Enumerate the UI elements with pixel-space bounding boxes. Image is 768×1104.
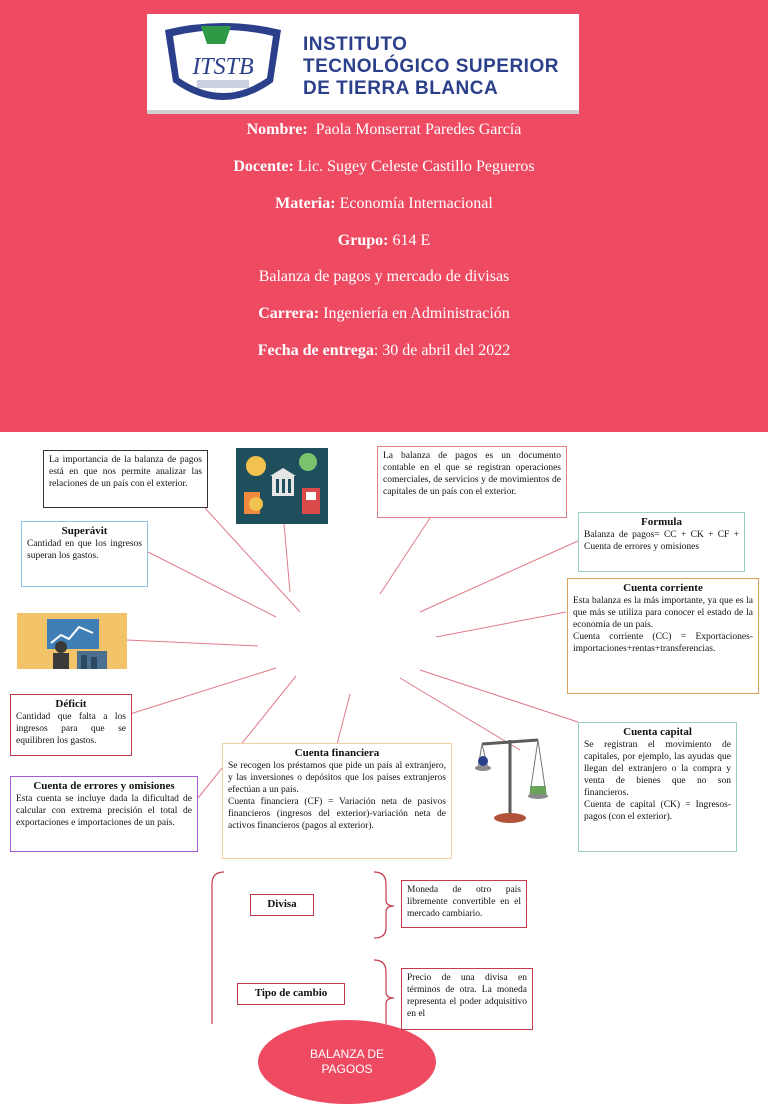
errores-title: Cuenta de errores y omisiones <box>16 780 192 792</box>
center-topic-text: BALANZA DE PAGOOS <box>292 1047 402 1077</box>
cuenta-financiera-text: Se recogen los préstamos que pide un paí… <box>228 761 446 795</box>
balance-scale-icon <box>470 728 550 828</box>
importance-text: La importancia de la balanza de pagos es… <box>49 455 202 489</box>
cuenta-financiera-title: Cuenta financiera <box>228 747 446 759</box>
center-topic: BALANZA DE PAGOOS <box>258 1020 436 1104</box>
divisa-label: Divisa <box>250 894 314 916</box>
nombre-label: Nombre: <box>247 121 308 138</box>
cuenta-capital-text: Se registran el movimiento de capitales,… <box>584 740 731 798</box>
shield-logo-icon: ITSTB <box>161 22 285 108</box>
divisa-definition-box: Moneda de otro país libremente convertib… <box>401 880 527 928</box>
cover-section: ITSTB INSTITUTO TECNOLÓGICO SUPERIOR DE … <box>0 0 768 432</box>
tipo-cambio-definition-box: Precio de una divisa en términos de otra… <box>401 968 533 1030</box>
mind-map: La importancia de la balanza de pagos es… <box>0 432 768 1024</box>
superavit-title: Superávit <box>27 525 142 537</box>
superavit-box: Superávit Cantidad en que los ingresos s… <box>21 521 148 587</box>
group-line: Grupo: 614 E <box>0 232 768 250</box>
grupo-value: 614 E <box>392 232 430 249</box>
materia-label: Materia: <box>275 195 335 212</box>
logo-band <box>147 110 579 114</box>
subject-line: Materia: Economía Internacional <box>0 195 768 213</box>
cuenta-financiera-formula: Cuenta financiera (CF) = Variación neta … <box>228 797 446 831</box>
carrera-value: Ingeniería en Administración <box>323 305 510 322</box>
cuenta-corriente-text: Esta balanza es la más importante, ya qu… <box>573 596 753 630</box>
cuenta-corriente-box: Cuenta corriente Esta balanza es la más … <box>567 578 759 694</box>
grupo-label: Grupo: <box>338 232 389 249</box>
institution-line: TECNOLÓGICO SUPERIOR <box>303 56 559 78</box>
importance-box: La importancia de la balanza de pagos es… <box>43 450 208 508</box>
cuenta-capital-box: Cuenta capital Se registran el movimient… <box>578 722 737 852</box>
deficit-title: Déficit <box>16 698 126 710</box>
institution-name: INSTITUTO TECNOLÓGICO SUPERIOR DE TIERRA… <box>303 34 559 100</box>
cuenta-corriente-title: Cuenta corriente <box>573 582 753 594</box>
formula-text: Balanza de pagos= CC + CK + CF + Cuenta … <box>584 530 739 552</box>
tipo-cambio-label: Tipo de cambio <box>237 983 345 1005</box>
topic-title: Balanza de pagos y mercado de divisas <box>259 268 510 285</box>
nombre-value: Paola Monserrat Paredes García <box>316 121 522 138</box>
tipo-cambio-definition-text: Precio de una divisa en términos de otra… <box>407 973 527 1019</box>
deficit-box: Déficit Cantidad que falta a los ingreso… <box>10 694 132 756</box>
logo-mark: ITSTB <box>191 54 254 80</box>
definition-text: La balanza de pagos es un documento cont… <box>383 451 561 497</box>
materia-value: Economía Internacional <box>340 195 493 212</box>
divisa-label-text: Divisa <box>267 898 296 910</box>
errores-text: Esta cuenta se incluye dada la dificulta… <box>16 794 192 828</box>
carrera-label: Carrera: <box>258 305 319 322</box>
topic-line: Balanza de pagos y mercado de divisas <box>0 268 768 286</box>
institution-line: INSTITUTO <box>303 34 559 56</box>
institution-line: DE TIERRA BLANCA <box>303 78 559 100</box>
finance-collage-icon <box>236 448 328 524</box>
superavit-text: Cantidad en que los ingresos superan los… <box>27 539 142 561</box>
stock-chart-person-icon <box>17 613 127 669</box>
docente-value: Lic. Sugey Celeste Castillo Pegueros <box>298 158 535 175</box>
cuenta-capital-title: Cuenta capital <box>584 726 731 738</box>
definition-box: La balanza de pagos es un documento cont… <box>377 446 567 518</box>
cuenta-financiera-box: Cuenta financiera Se recogen los préstam… <box>222 743 452 859</box>
divisa-definition-text: Moneda de otro país libremente convertib… <box>407 885 521 919</box>
fecha-value: : 30 de abril del 2022 <box>374 342 510 359</box>
career-line: Carrera: Ingeniería en Administración <box>0 305 768 323</box>
fecha-label: Fecha de entrega <box>258 342 374 359</box>
cuenta-capital-formula: Cuenta de capital (CK) = Ingresos-pagos … <box>584 800 731 822</box>
formula-title: Formula <box>584 516 739 528</box>
institution-logo: ITSTB INSTITUTO TECNOLÓGICO SUPERIOR DE … <box>147 14 579 114</box>
docente-label: Docente: <box>233 158 293 175</box>
deficit-text: Cantidad que falta a los ingresos para q… <box>16 712 126 746</box>
errores-box: Cuenta de errores y omisiones Esta cuent… <box>10 776 198 852</box>
student-name-line: Nombre: Paola Monserrat Paredes García <box>0 121 768 139</box>
formula-box: Formula Balanza de pagos= CC + CK + CF +… <box>578 512 745 572</box>
due-date-line: Fecha de entrega: 30 de abril del 2022 <box>0 342 768 360</box>
tipo-cambio-label-text: Tipo de cambio <box>255 987 328 999</box>
teacher-line: Docente: Lic. Sugey Celeste Castillo Peg… <box>0 158 768 176</box>
cuenta-corriente-formula: Cuenta corriente (CC) = Exportaciones-im… <box>573 632 753 654</box>
